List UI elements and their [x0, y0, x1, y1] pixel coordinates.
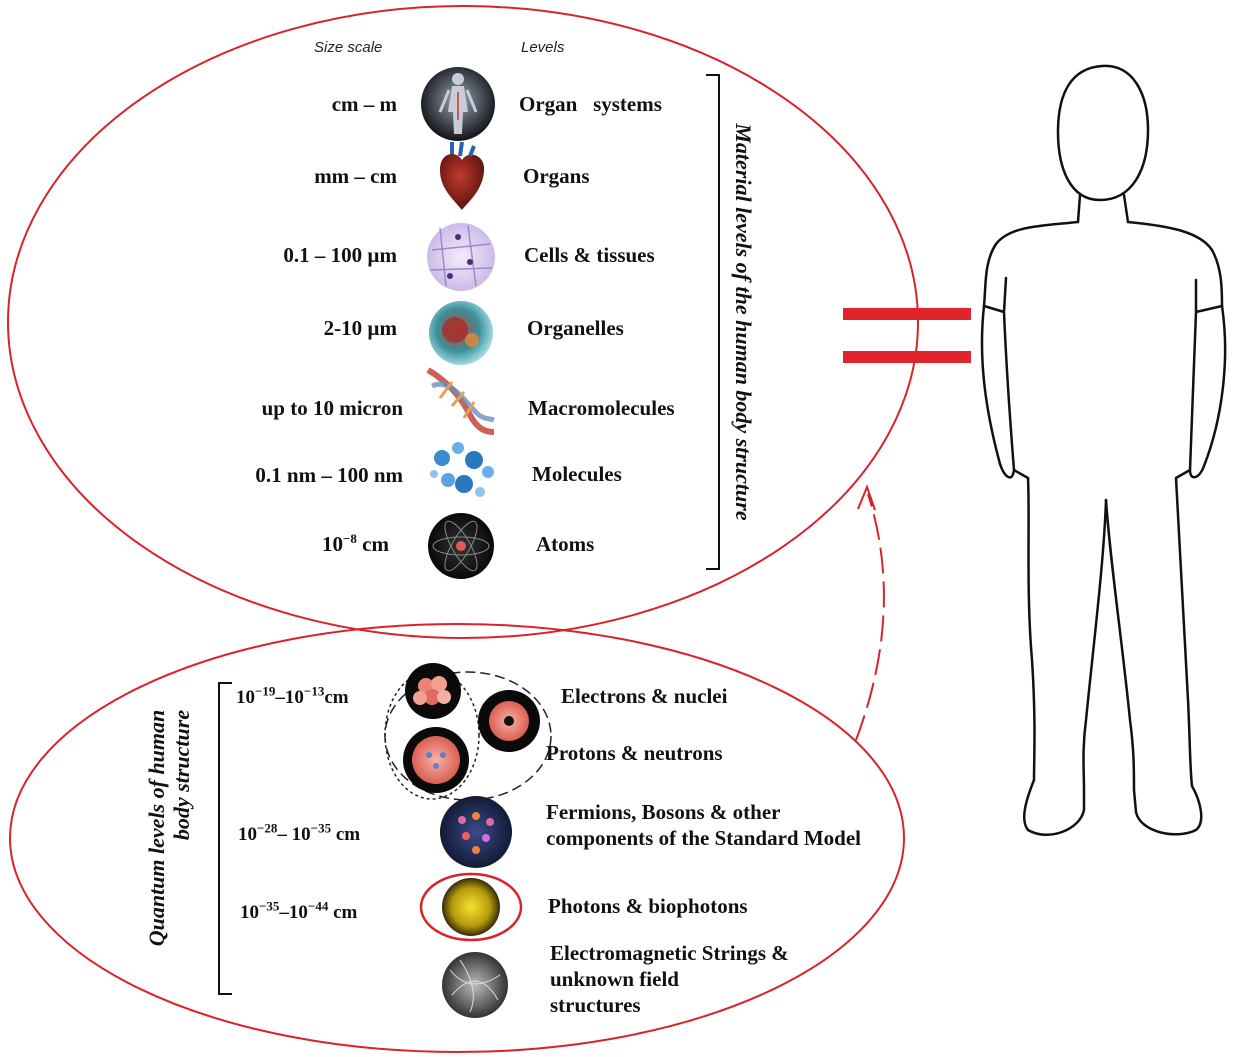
- material-side-label: Material levels of the human body struct…: [731, 122, 756, 520]
- level-cells-tissues: Cells & tissues: [524, 243, 655, 267]
- quantum-scale-1: 10−19–10−13cm: [236, 683, 349, 708]
- human-body-icon: [421, 67, 495, 141]
- level-organelles: Organelles: [527, 316, 624, 340]
- levels-header: Levels: [521, 39, 565, 56]
- level-organs: Organs: [523, 164, 590, 188]
- dna-icon: [426, 367, 495, 435]
- nucleus-icon: [405, 663, 461, 719]
- quantum-bracket: [218, 682, 232, 995]
- level-macromolecules: Macromolecules: [528, 396, 675, 420]
- heart-icon: [440, 141, 485, 210]
- photons-icon: [442, 878, 500, 936]
- level-molecules: Molecules: [532, 462, 622, 486]
- level-protons-neutrons: Protons & neutrons: [546, 741, 723, 765]
- level-strings-line2: unknown field: [550, 967, 679, 991]
- scale-organs: mm – cm: [314, 164, 397, 188]
- equals-sign-bottom: [843, 351, 971, 363]
- scale-organelles: 2-10 µm: [323, 316, 397, 340]
- quantum-scale-3: 10−35–10−44 cm: [240, 898, 358, 923]
- standard-model-icon: [440, 796, 512, 868]
- arrow-head-icon: [857, 484, 876, 511]
- quantum-levels-ellipse: [9, 623, 905, 1053]
- molecules-icon: [430, 442, 494, 497]
- strings-icon: [442, 952, 508, 1018]
- cells-icon: [427, 223, 495, 291]
- level-fermions-line1: Fermions, Bosons & other: [546, 800, 781, 824]
- scale-organ-systems: cm – m: [331, 92, 397, 116]
- level-photons: Photons & biophotons: [548, 894, 748, 918]
- scale-macromolecules: up to 10 micron: [261, 396, 403, 420]
- quantum-side-label-line1: Quantum levels of human: [144, 710, 169, 947]
- proton-icon: [403, 727, 469, 793]
- scale-cells: 0.1 – 100 µm: [283, 243, 397, 267]
- quantum-side-label-line2: body structure: [169, 710, 194, 840]
- material-bracket: [706, 74, 720, 570]
- level-strings-line1: Electromagnetic Strings &: [550, 941, 789, 965]
- size-scale-header: Size scale: [314, 39, 383, 56]
- scale-atoms: 10−8 cm: [322, 531, 389, 556]
- human-figure-drawing: [980, 64, 1227, 836]
- level-electrons-nuclei: Electrons & nuclei: [561, 684, 728, 708]
- equals-sign-top: [843, 308, 971, 320]
- material-levels-ellipse: [7, 5, 919, 639]
- scale-molecules: 0.1 nm – 100 nm: [255, 463, 403, 487]
- quantum-scale-2: 10−28– 10−35 cm: [238, 820, 361, 845]
- nucleus-dotted-circle: [384, 670, 480, 800]
- level-atoms: Atoms: [536, 532, 595, 556]
- atom-icon: [428, 513, 494, 579]
- level-strings-line3: structures: [550, 993, 641, 1017]
- level-organ-systems: Organ systems: [519, 92, 662, 116]
- dashed-arrow-line: [855, 493, 885, 741]
- photons-highlight-ring: [419, 872, 523, 942]
- electron-icon: [478, 690, 540, 752]
- organelle-icon: [429, 301, 493, 365]
- level-fermions-line2: components of the Standard Model: [546, 826, 862, 850]
